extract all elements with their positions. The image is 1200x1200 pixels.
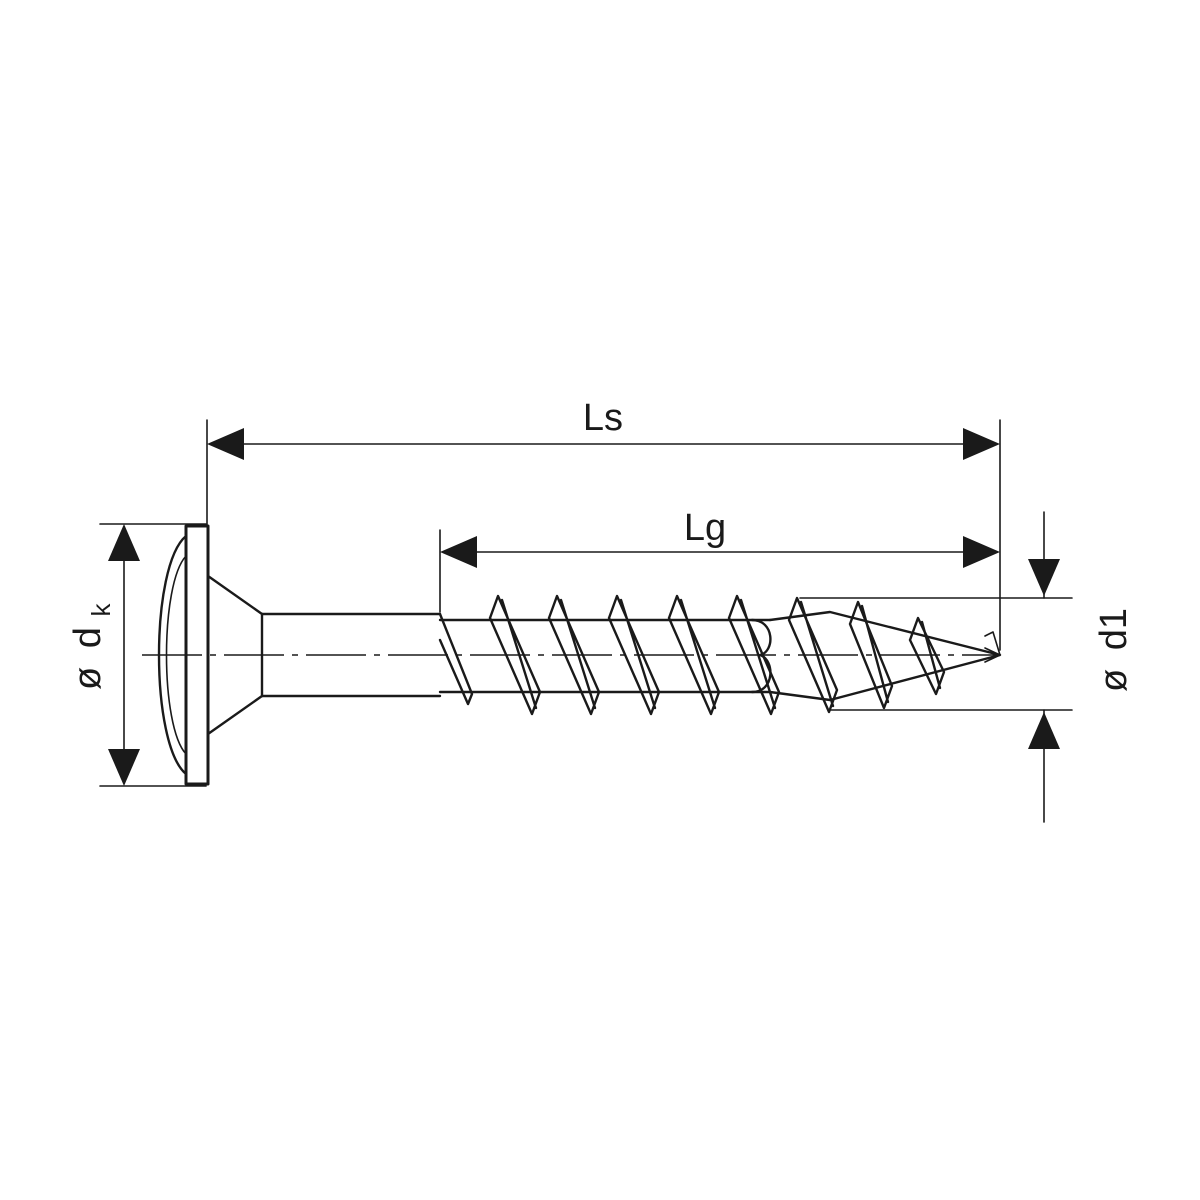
dimension-ls: Ls xyxy=(206,397,1001,651)
dimension-lg: Lg xyxy=(439,507,1000,613)
d1-letter: d1 xyxy=(1093,608,1135,650)
dimension-d1: ø d1 xyxy=(799,511,1135,823)
thread-cutting-notch xyxy=(750,618,772,694)
ls-arrow-left xyxy=(207,428,244,460)
ls-label: Ls xyxy=(583,397,623,439)
d1-arrow-top xyxy=(1028,559,1060,596)
head-dome xyxy=(157,534,188,776)
thread-flank xyxy=(787,596,839,714)
head-dome-inner xyxy=(165,555,187,755)
dimension-dk: ø d k xyxy=(67,523,207,787)
lg-arrow-right xyxy=(963,536,1000,568)
dk-arrow-top xyxy=(108,524,140,561)
dk-arrow-bottom xyxy=(108,749,140,786)
thread-flank xyxy=(727,594,781,716)
dk-diameter-symbol: ø xyxy=(67,667,109,690)
thread-flank xyxy=(667,594,721,716)
ls-arrow-right xyxy=(963,428,1000,460)
dk-label: ø d k xyxy=(67,603,116,690)
d1-diameter-symbol: ø xyxy=(1093,669,1135,692)
thread-flank xyxy=(547,594,601,716)
screw-thread xyxy=(438,594,1002,716)
thread-flank xyxy=(488,594,542,716)
lg-arrow-left xyxy=(440,536,477,568)
dk-subscript: k xyxy=(86,603,116,617)
head-washer-rim xyxy=(184,524,210,786)
dk-letter: d xyxy=(67,627,109,648)
screw-shank xyxy=(260,612,442,698)
thread-flank xyxy=(848,600,894,710)
d1-label: ø d1 xyxy=(1093,608,1135,692)
screw-head xyxy=(157,524,264,786)
head-underside-cone xyxy=(206,574,264,736)
thread-flank xyxy=(607,594,661,716)
lg-label: Lg xyxy=(684,507,726,549)
d1-arrow-bottom xyxy=(1028,712,1060,749)
thread-flank xyxy=(908,616,946,696)
